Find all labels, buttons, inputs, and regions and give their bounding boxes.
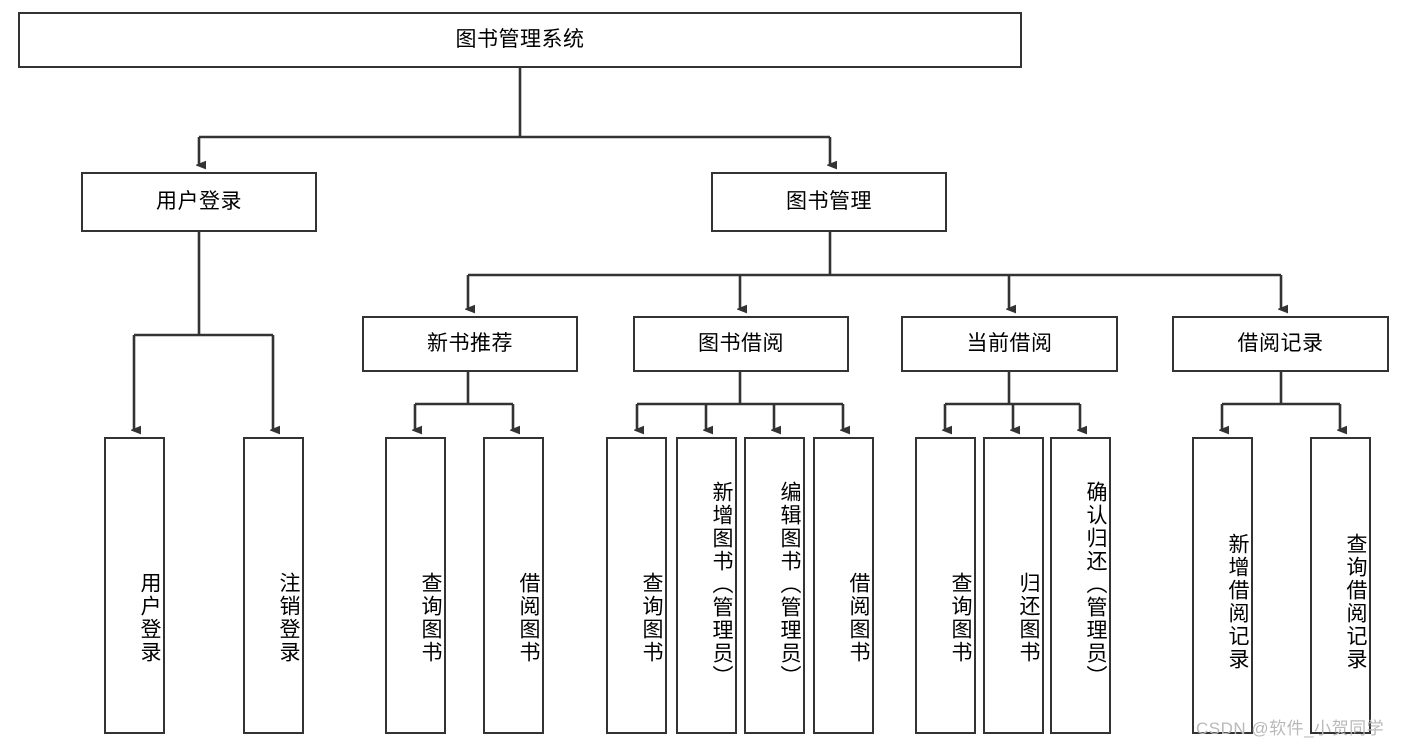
node-label: 注销登录 [277, 571, 300, 664]
node-label: 用户登录 [156, 190, 242, 214]
node-leaf-user-login[interactable]: 用户登录 [104, 437, 165, 734]
node-label: 归还图书 [1017, 571, 1040, 664]
node-label: 查询图书 [949, 571, 972, 664]
node-label: 新书推荐 [427, 332, 513, 356]
node-user-login[interactable]: 用户登录 [81, 172, 317, 232]
node-label: 用户登录 [138, 571, 161, 664]
node-label: 编辑图书（管理员） [778, 481, 801, 688]
node-borrow-record[interactable]: 借阅记录 [1172, 316, 1389, 372]
node-label: 新增图书（管理员） [710, 481, 733, 688]
node-book-borrow[interactable]: 图书借阅 [633, 316, 849, 372]
node-leaf-edit-book[interactable]: 编辑图书（管理员） [744, 437, 805, 734]
node-label: 查询借阅记录 [1344, 532, 1367, 671]
node-label: 借阅图书 [517, 571, 540, 664]
node-label: 当前借阅 [966, 332, 1053, 356]
node-label: 借阅记录 [1237, 332, 1324, 356]
node-leaf-confirm-return[interactable]: 确认归还（管理员） [1050, 437, 1111, 734]
node-book-management-system[interactable]: 图书管理系统 [18, 12, 1022, 68]
node-leaf-add-borrow-record[interactable]: 新增借阅记录 [1192, 437, 1253, 734]
node-label: 确认归还（管理员） [1084, 481, 1107, 688]
node-leaf-logout-login[interactable]: 注销登录 [243, 437, 304, 734]
node-label: 新增借阅记录 [1226, 532, 1249, 671]
csdn-watermark: CSDN @软件_小贺同学 [1196, 719, 1385, 738]
node-leaf-add-book[interactable]: 新增图书（管理员） [676, 437, 737, 734]
node-leaf-query-borrow-record[interactable]: 查询借阅记录 [1310, 437, 1371, 734]
node-label: 借阅图书 [847, 571, 870, 664]
node-leaf-query-book-3[interactable]: 查询图书 [915, 437, 976, 734]
node-label: 图书管理 [786, 190, 872, 214]
node-current-borrow[interactable]: 当前借阅 [901, 316, 1118, 372]
node-book-management[interactable]: 图书管理 [711, 172, 947, 232]
node-leaf-return-book[interactable]: 归还图书 [983, 437, 1044, 734]
node-label: 查询图书 [640, 571, 663, 664]
node-leaf-borrow-book-1[interactable]: 借阅图书 [483, 437, 544, 734]
node-leaf-query-book-2[interactable]: 查询图书 [606, 437, 667, 734]
node-leaf-query-book-1[interactable]: 查询图书 [385, 437, 446, 734]
node-label: 图书借阅 [698, 332, 784, 356]
node-label: 图书管理系统 [455, 28, 585, 52]
node-new-book-recommend[interactable]: 新书推荐 [362, 316, 578, 372]
node-label: 查询图书 [419, 571, 442, 664]
node-leaf-borrow-book-2[interactable]: 借阅图书 [813, 437, 874, 734]
